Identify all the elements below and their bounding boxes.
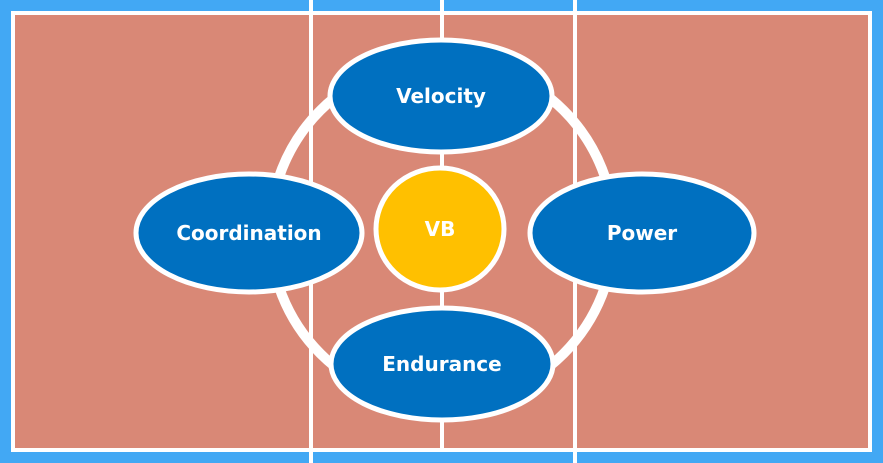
center-node-label: VB bbox=[425, 217, 456, 241]
node-power-label: Power bbox=[607, 221, 677, 245]
node-endurance bbox=[328, 305, 556, 423]
node-coordination-label: Coordination bbox=[176, 221, 321, 245]
node-coordination bbox=[133, 171, 365, 295]
node-velocity-label: Velocity bbox=[396, 84, 486, 108]
node-power bbox=[527, 171, 757, 295]
node-endurance-label: Endurance bbox=[382, 352, 501, 376]
node-velocity bbox=[327, 37, 555, 155]
center-node bbox=[373, 165, 507, 293]
